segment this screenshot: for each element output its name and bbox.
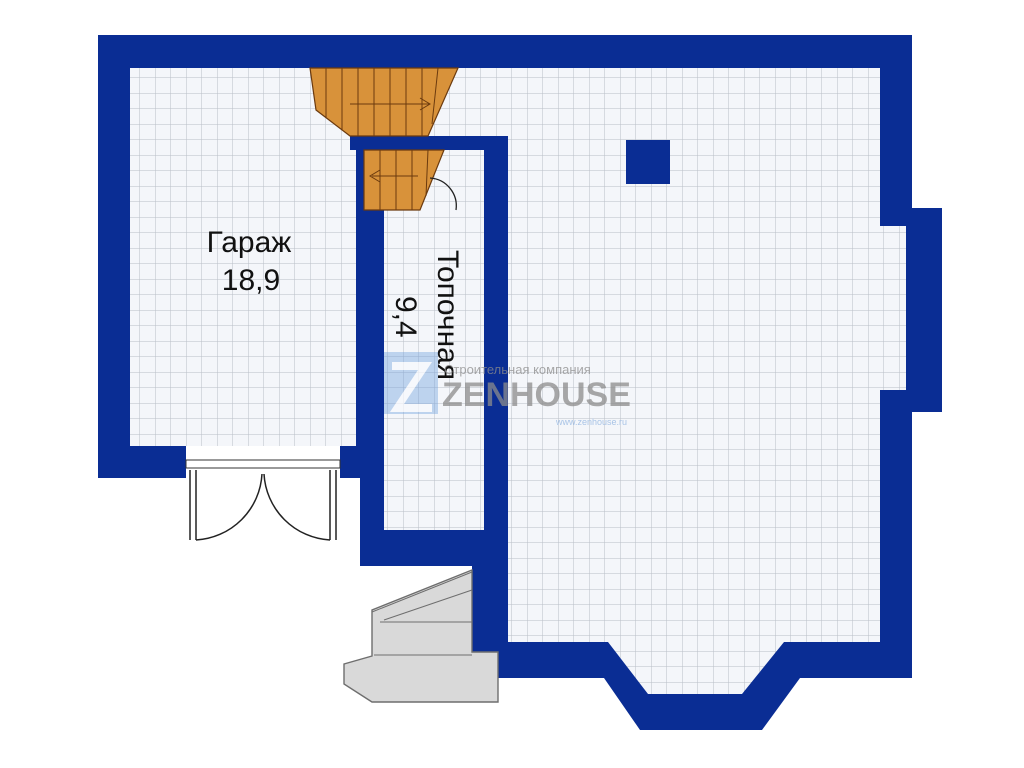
watermark-brand: ZENHOUSE [442,376,631,414]
boiler-label: Топочная 9,4 [389,250,464,380]
watermark-tagline: Строительная компания [444,362,591,377]
garage-door-sill [185,459,341,469]
boiler-door-swing [429,177,457,211]
boiler-area: 9,4 [389,296,422,338]
garage-label: Гараж 18,9 [207,226,292,297]
entrance-porch [343,568,499,703]
partition-wall-garage [356,210,384,478]
watermark-url: www.zenhouse.ru [555,417,627,427]
garage-double-door [189,470,337,541]
partition-wall-top [350,136,508,150]
partition-wall-boiler-bottom [360,530,508,566]
main-hall-floor [356,68,906,694]
staircase-lower [363,149,445,211]
watermark: Строительная компания ZENHOUSE www.zenho… [384,352,631,427]
garage-name: Гараж [207,226,292,259]
partition-wall-boiler-right [484,136,508,556]
staircase-upper [309,67,459,137]
column [626,140,670,184]
zenhouse-logo-icon [384,352,438,414]
garage-area: 18,9 [222,264,280,297]
garage-floor [130,68,356,446]
boiler-name: Топочная [431,250,464,380]
